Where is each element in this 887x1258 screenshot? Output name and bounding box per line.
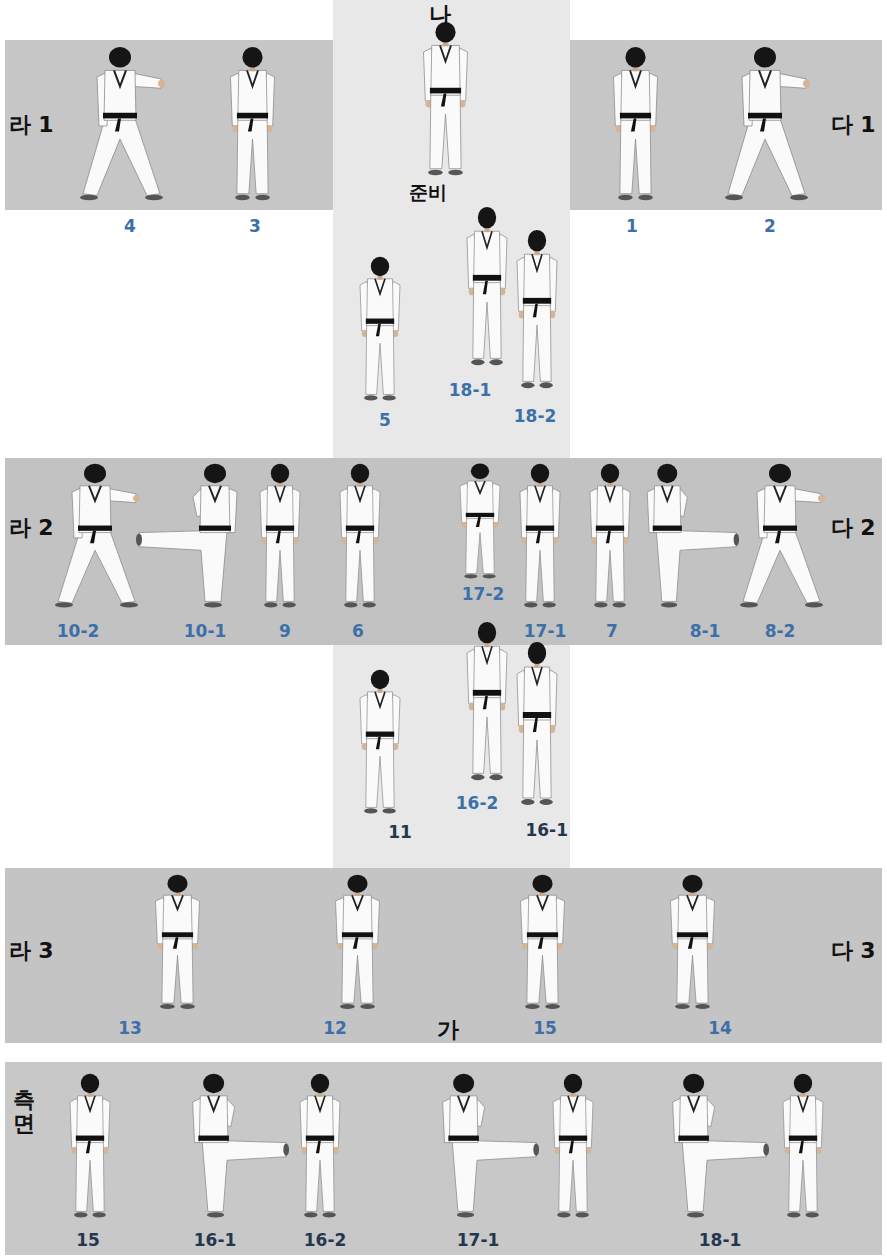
step-number: 1 bbox=[626, 216, 638, 236]
step-number: 17-1 bbox=[524, 621, 567, 641]
step-number: 18-2 bbox=[514, 406, 557, 426]
side-view-band: 측면 15 16-1 16-2 17-1 18-1 bbox=[5, 1062, 882, 1255]
center-strip: 나준비 5 18-1 18-2 11 16-2 16-1 bbox=[333, 0, 570, 868]
form-band: 라 3 다 3 13 12 가 15 14 bbox=[5, 868, 882, 1043]
step-number: 16-2 bbox=[456, 793, 499, 813]
band-fill bbox=[5, 40, 333, 210]
step-number: 16-2 bbox=[304, 1230, 347, 1250]
direction-band: 라 1 bbox=[5, 40, 333, 210]
direction-band: 다 1 bbox=[570, 40, 882, 210]
step-number: 14 bbox=[708, 1018, 732, 1038]
step-number: 12 bbox=[323, 1018, 347, 1038]
direction-label: 라 2 bbox=[9, 513, 54, 543]
step-number: 16-1 bbox=[194, 1230, 237, 1250]
step-number: 15 bbox=[533, 1018, 557, 1038]
step-number: 18-1 bbox=[699, 1230, 742, 1250]
step-number: 3 bbox=[249, 216, 261, 236]
direction-label: 라 3 bbox=[9, 936, 54, 966]
step-number: 17-2 bbox=[462, 584, 505, 604]
ready-label: 준비 bbox=[409, 180, 447, 206]
step-number: 15 bbox=[76, 1230, 100, 1250]
direction-label: 다 3 bbox=[831, 936, 876, 966]
step-number: 10-2 bbox=[57, 621, 100, 641]
step-number: 4 bbox=[124, 216, 136, 236]
step-number: 10-1 bbox=[184, 621, 227, 641]
band-fill bbox=[5, 458, 882, 645]
step-number: 2 bbox=[764, 216, 776, 236]
direction-label: 가 bbox=[437, 1015, 459, 1045]
athlete-figures bbox=[55, 22, 826, 1218]
step-number: 9 bbox=[279, 621, 291, 641]
step-number: 5 bbox=[379, 410, 391, 430]
direction-label: 나 bbox=[429, 0, 451, 30]
step-number: 16-1 bbox=[525, 820, 568, 840]
band-fill bbox=[570, 40, 882, 210]
step-number: 8-2 bbox=[765, 621, 796, 641]
center-strip-fill bbox=[333, 0, 570, 868]
step-number: 7 bbox=[606, 621, 618, 641]
step-number: 17-1 bbox=[457, 1230, 500, 1250]
step-number: 6 bbox=[352, 621, 364, 641]
step-number: 8-1 bbox=[690, 621, 721, 641]
direction-label: 다 2 bbox=[831, 513, 876, 543]
view-label: 측면 bbox=[13, 1088, 35, 1136]
band-fill bbox=[5, 868, 882, 1043]
form-band: 라 2 다 2 10-2 10-1 9 6 17-2 17-1 7 8-1 8-2 bbox=[5, 458, 882, 645]
band-fill bbox=[5, 1062, 882, 1255]
direction-label: 라 1 bbox=[9, 110, 54, 140]
step-number: 11 bbox=[388, 822, 412, 842]
step-number: 13 bbox=[118, 1018, 142, 1038]
step-number: 18-1 bbox=[449, 380, 492, 400]
direction-label: 다 1 bbox=[831, 110, 876, 140]
